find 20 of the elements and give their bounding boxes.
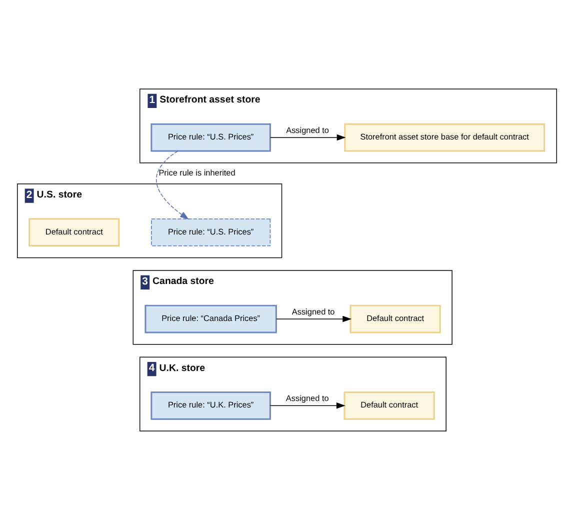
arrow [270,134,346,140]
node-box: Price rule: “U.S. Prices” [151,218,271,246]
node-label: 2 [26,189,32,200]
arrow [276,315,352,322]
node-box: Default contract [350,304,441,333]
node-label: 1 [149,94,156,106]
edge-label: Price rule is inherited [158,168,236,177]
edge-label: Assigned to [286,394,329,403]
node-box: Price rule: “U.K. Prices” [150,390,271,420]
node-label: 4 [148,362,155,374]
node-label: 3 [142,276,148,287]
edge-label: Assigned to [286,125,329,134]
node-box: Price rule: “U.S. Prices” [150,122,271,152]
edge-label: Assigned to [292,306,335,316]
node-box: Default contract [344,390,435,420]
node-box: Storefront asset store base for default contract [344,122,546,152]
node-box: Default contract [28,218,120,246]
arrow [270,402,346,408]
node-box: Price rule: “Canada Prices” [144,304,277,333]
arrow [156,150,189,220]
